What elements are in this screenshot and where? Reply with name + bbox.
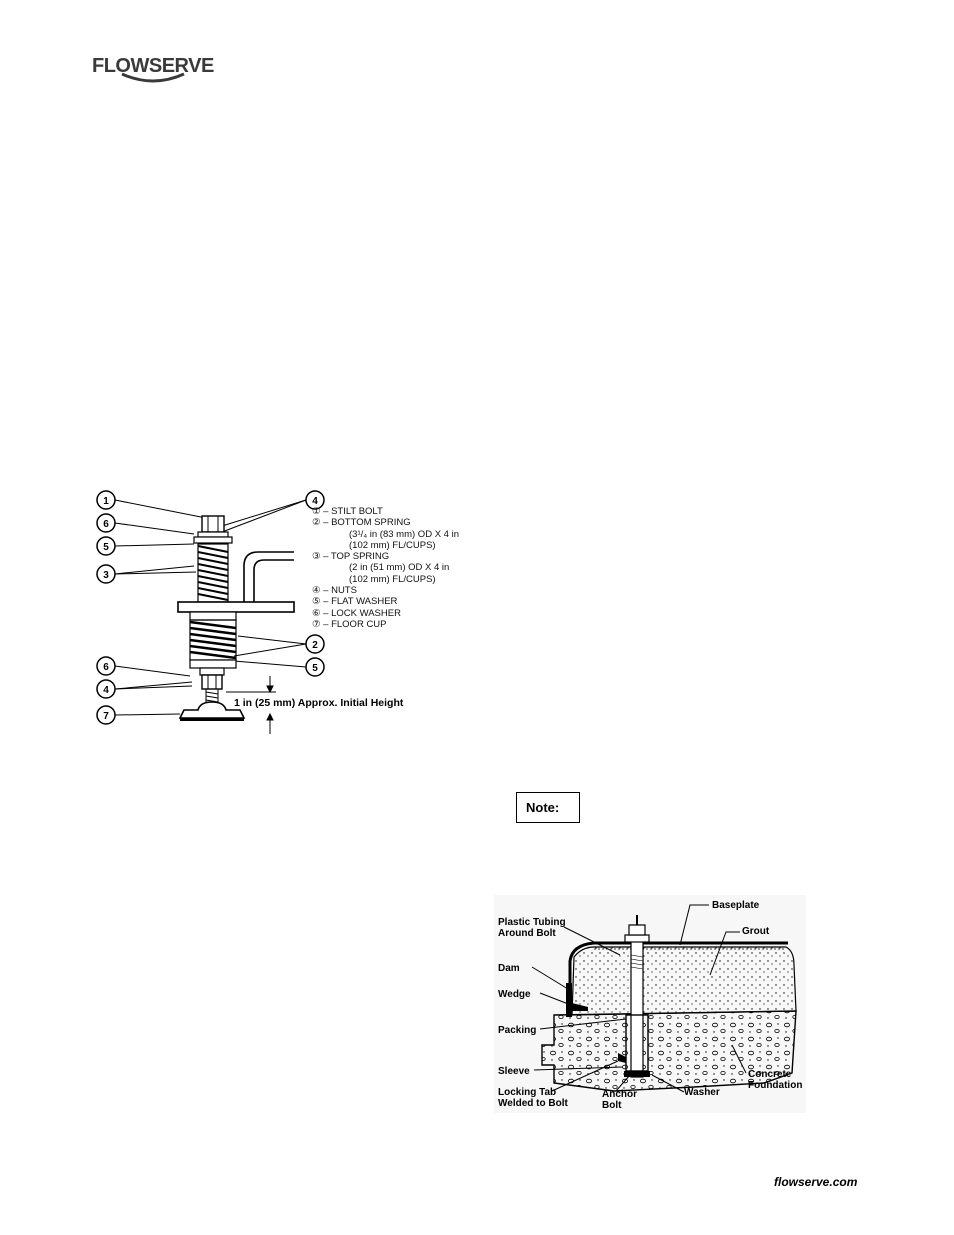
legend-item: (102 mm) FL/CUPS) xyxy=(349,573,436,585)
flowserve-logo: FLOWSERVE xyxy=(92,55,214,78)
label-plastic-tubing-1: Plastic Tubing xyxy=(498,917,566,928)
label-concrete-1: Concrete xyxy=(748,1069,792,1080)
height-note: 1 in (25 mm) Approx. Initial Height xyxy=(234,697,404,709)
footer-site-link[interactable]: flowserve.com xyxy=(774,1175,857,1189)
legend-item: (2 in (51 mm) OD X 4 in xyxy=(349,562,450,574)
label-plastic-tubing-2: Around Bolt xyxy=(498,928,556,939)
callout-6a: 6 xyxy=(103,519,109,530)
spring-mount-figure: 1 6 5 3 6 4 7 4 2 5 xyxy=(96,490,404,734)
label-grout: Grout xyxy=(742,926,770,937)
label-packing: Packing xyxy=(498,1025,536,1036)
callout-5a: 5 xyxy=(103,542,109,553)
label-locking-tab-1: Locking Tab xyxy=(498,1087,556,1098)
label-anchor-2: Bolt xyxy=(602,1100,622,1111)
legend-item: ④ – NUTS xyxy=(312,585,357,597)
legend-item: (3¹/₄ in (83 mm) OD X 4 in xyxy=(349,528,459,540)
legend-item: (102 mm) FL/CUPS) xyxy=(349,539,436,551)
note-label: Note: xyxy=(526,800,560,815)
callout-4a: 4 xyxy=(312,496,318,507)
callout-1: 1 xyxy=(103,496,109,507)
label-wedge: Wedge xyxy=(498,989,531,1000)
callout-3: 3 xyxy=(103,570,109,581)
label-locking-tab-2: Welded to Bolt xyxy=(498,1098,568,1109)
label-anchor-1: Anchor xyxy=(602,1089,637,1100)
legend-item: ⑥ – LOCK WASHER xyxy=(312,607,401,619)
callout-6b: 6 xyxy=(103,662,109,673)
label-sleeve: Sleeve xyxy=(498,1066,530,1077)
label-washer: Washer xyxy=(684,1087,720,1098)
legend-item: ① – STILT BOLT xyxy=(312,506,383,517)
callout-7: 7 xyxy=(103,711,109,722)
grout-figure: Baseplate Grout Plastic Tubing Around Bo… xyxy=(494,895,806,1113)
footer-site-text: flowserve.com xyxy=(774,1175,858,1189)
logo-wordmark: FLOWSERVE xyxy=(92,55,214,77)
callout-4b: 4 xyxy=(103,685,109,696)
callout-group xyxy=(96,490,325,725)
legend-item: ③ – TOP SPRING xyxy=(312,551,390,563)
label-baseplate: Baseplate xyxy=(712,900,760,911)
legend-item: ② – BOTTOM SPRING xyxy=(312,517,411,529)
label-dam: Dam xyxy=(498,963,520,974)
legend-item: ⑤ – FLAT WASHER xyxy=(312,596,398,608)
spring-legend: ① – STILT BOLT ② – BOTTOM SPRING (3¹/₄ i… xyxy=(312,506,459,630)
callout-2: 2 xyxy=(312,640,318,651)
legend-item: ⑦ – FLOOR CUP xyxy=(312,618,387,630)
callout-5b: 5 xyxy=(312,663,318,674)
label-concrete-2: Foundation xyxy=(748,1080,802,1091)
note-box: Note: xyxy=(516,792,580,823)
logo-swoosh xyxy=(121,72,185,83)
